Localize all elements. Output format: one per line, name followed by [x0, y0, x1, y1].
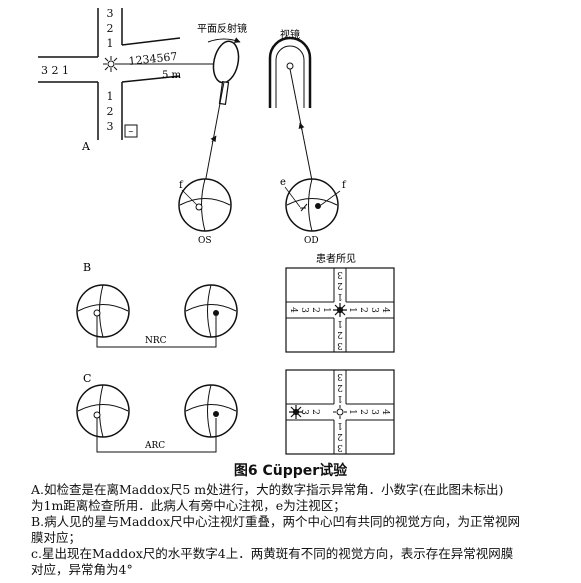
right-eye: e f OD: [280, 177, 347, 246]
svg-text:2: 2: [337, 382, 343, 392]
eye-right-label: OD: [304, 236, 319, 246]
svg-text:4: 4: [380, 409, 390, 415]
mirror-label: 平面反射镜: [197, 22, 247, 35]
arc-bracket: [96, 418, 217, 453]
svg-text:3: 3: [337, 371, 343, 381]
caption-line-2: 为1m距离检查所用．此病人有旁中心注视，e为注视区；: [31, 498, 346, 513]
maddox-cross: [38, 8, 181, 140]
small-square: [124, 124, 138, 138]
svg-text:1: 1: [107, 37, 114, 50]
svg-text:1: 1: [347, 307, 357, 313]
left-eye: f OS: [178, 178, 232, 246]
svg-text:3: 3: [337, 442, 343, 452]
svg-text:2: 2: [107, 105, 114, 118]
caption-line-6: 对应，异常角为4°: [31, 562, 133, 577]
svg-text:2: 2: [310, 409, 320, 415]
svg-text:3: 3: [299, 307, 309, 313]
svg-text:2: 2: [358, 307, 368, 313]
svg-text:3: 3: [107, 120, 114, 133]
nrc-bracket: [96, 316, 217, 348]
plane-mirror: [212, 40, 240, 84]
viewer-tube: [268, 36, 312, 108]
distance-label: 5 m: [162, 70, 182, 81]
svg-text:2: 2: [310, 307, 320, 313]
svg-text:3: 3: [369, 409, 379, 415]
panel-b: B NRC 患者所见 3 2 1 4: [76, 253, 395, 353]
patient-view-b: 3 2 1 4 3 2 1 1 2 3 4 1 2 3: [285, 267, 395, 353]
panel-a: A 3 2 1 3 2 1 1234567 1 2 3: [38, 7, 347, 246]
fovea-label-right: f: [342, 180, 347, 191]
svg-text:2: 2: [337, 280, 343, 290]
displaced-star-icon: [289, 405, 303, 419]
caption-line-5: c.星出现在Maddox尺的水平数字4上．两黄斑有不同的视觉方向，表示存在异常视…: [31, 546, 514, 561]
caption-line-3: B.病人见的星与Maddox尺中心注视灯重叠，两个中心凹有共同的视觉方向，为正常…: [31, 514, 520, 529]
fixation-light-c-icon: [333, 405, 347, 419]
svg-text:~: ~: [128, 128, 134, 136]
patient-view-title: 患者所见: [316, 253, 356, 265]
svg-text:1: 1: [347, 409, 357, 415]
svg-text:2: 2: [358, 409, 368, 415]
eccentric-label: e: [280, 177, 286, 188]
svg-text:1: 1: [107, 90, 114, 103]
panel-b-label: B: [83, 261, 91, 274]
caption-line-1: A.如检查是在离Maddox尺5 m处进行，大的数字指示异常角．小数字(在此图未…: [31, 482, 504, 497]
svg-text:2: 2: [337, 431, 343, 441]
star-icon: [333, 303, 347, 317]
svg-text:4: 4: [288, 307, 298, 313]
svg-text:2: 2: [337, 329, 343, 339]
maddox-left-numbers: 3 2 1: [41, 64, 69, 77]
panel-b-right-eye: [184, 284, 238, 338]
panel-c-right-eye: [184, 384, 238, 438]
caption-line-4: 膜对应；: [31, 530, 82, 545]
eye-left-label: OS: [198, 236, 212, 246]
fixation-light-icon: [103, 56, 119, 72]
cupper-test-figure: A 3 2 1 3 2 1 1234567 1 2 3: [38, 7, 395, 455]
svg-text:2: 2: [107, 22, 114, 35]
svg-text:3: 3: [369, 307, 379, 313]
svg-text:3: 3: [337, 269, 343, 279]
patient-view-c: 3 2 1 3 2 1 2 3 4 1 2 3: [285, 369, 395, 455]
svg-text:1: 1: [337, 318, 343, 328]
svg-text:3: 3: [107, 7, 114, 20]
svg-text:4: 4: [380, 307, 390, 313]
nrc-label: NRC: [145, 336, 167, 346]
svg-text:1: 1: [337, 291, 343, 301]
maddox-numbers: 3 2 1 3 2 1 1234567 1 2 3: [41, 7, 178, 133]
svg-text:1: 1: [337, 420, 343, 430]
arc-label: ARC: [144, 441, 165, 451]
panel-c: C ARC 3 2 1 3 2: [76, 369, 395, 455]
fovea-label-left: f: [179, 180, 184, 191]
panel-c-label: C: [83, 372, 91, 385]
svg-text:3: 3: [337, 340, 343, 350]
svg-text:1: 1: [337, 393, 343, 403]
panel-b-left-eye: [76, 284, 130, 338]
svg-text:3: 3: [299, 409, 309, 415]
maddox-right-numbers: 1234567: [128, 50, 178, 68]
panel-a-label: A: [81, 140, 91, 153]
svg-text:1: 1: [321, 307, 331, 313]
panel-c-left-eye: [76, 384, 130, 438]
rotation-arrow-icon: [207, 37, 241, 43]
figure-title: 图6 Cüpper试验: [233, 463, 348, 479]
mirror-handle: [218, 81, 230, 105]
